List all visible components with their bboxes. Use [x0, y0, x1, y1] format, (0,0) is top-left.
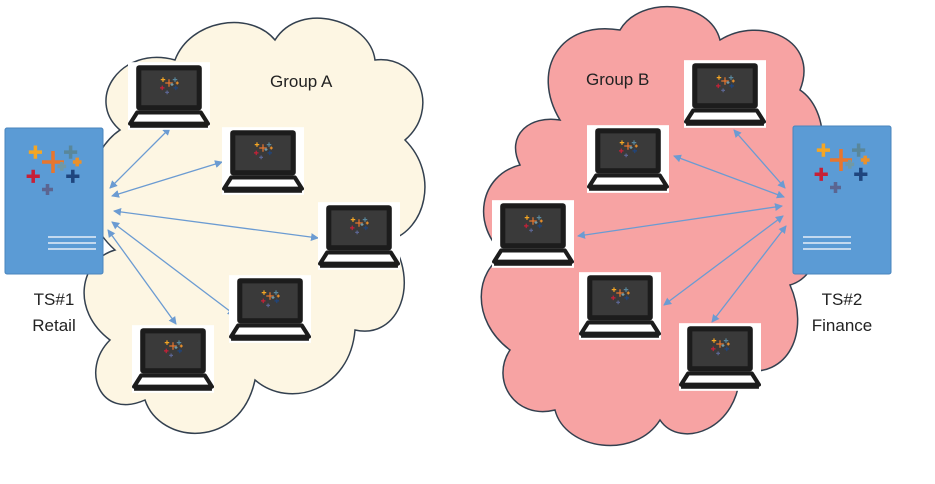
connection-arrow: [111, 160, 223, 198]
connection-arrow: [673, 154, 785, 199]
laptop-icon: [229, 275, 311, 343]
laptop-icon: [579, 272, 661, 340]
group-b-connections: [577, 129, 787, 323]
group-b-label: Group B: [586, 70, 650, 89]
group-a-label: Group A: [270, 72, 333, 91]
server-ts1-role: Retail: [32, 316, 76, 335]
server-ts2-label: TS#2 Finance: [800, 287, 884, 339]
laptop-icon: [684, 60, 766, 128]
laptop-icon: [222, 127, 304, 195]
laptop-icon: [492, 200, 574, 268]
server-ts2-role: Finance: [811, 316, 873, 335]
laptop-icon: [587, 125, 669, 193]
laptop-icon: [679, 323, 761, 391]
laptop-icon: [318, 202, 400, 270]
server-ts2-name: TS#2: [821, 290, 863, 309]
server-ts1-label: TS#1 Retail: [22, 287, 86, 339]
connection-arrow: [107, 229, 177, 325]
laptop-icon: [132, 325, 214, 393]
laptop-icon: [128, 62, 210, 130]
connection-arrow: [711, 225, 787, 323]
server-ts1-name: TS#1: [33, 290, 75, 309]
server-ts1: [4, 127, 104, 275]
server-ts2: [792, 125, 892, 275]
group-a-connections: [107, 127, 319, 325]
